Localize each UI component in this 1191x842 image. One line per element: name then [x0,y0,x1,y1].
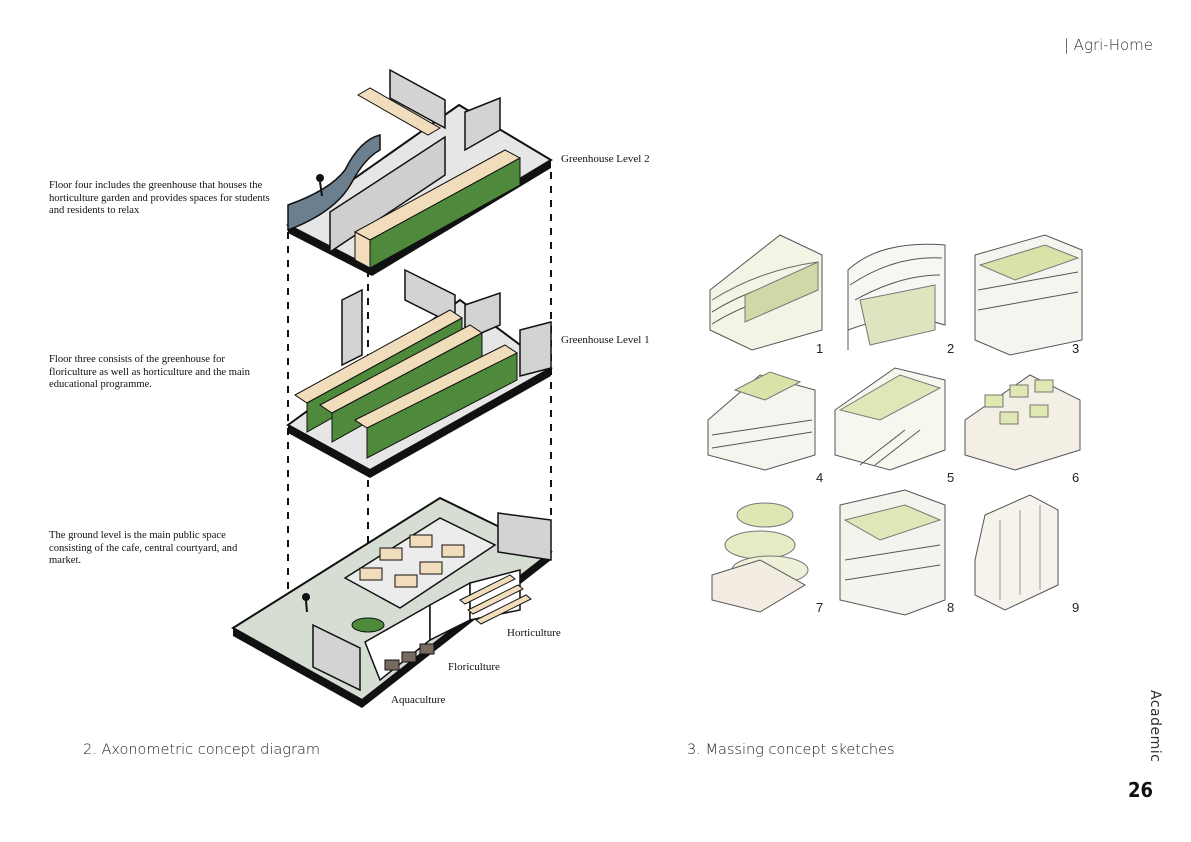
sketch-8 [839,489,946,616]
ground-level [231,496,553,708]
sketch-2 [847,243,946,350]
massing-sketches [707,234,1083,616]
sketch-5 [834,367,946,471]
sketch-number-5: 5 [947,470,955,485]
label-aquaculture: Aquaculture [391,694,446,706]
label-horticulture: Horticulture [507,627,561,639]
note-floor-three: Floor three consists of the greenhouse f… [49,354,250,390]
sketch-number-1: 1 [816,341,824,356]
label-floriculture: Floriculture [448,661,500,673]
sketch-number-6: 6 [1072,470,1080,485]
sketch-7 [711,502,809,613]
sketch-3 [974,234,1083,356]
note-floor-four: Floor four includes the greenhouse that … [49,180,270,216]
sketch-number-4: 4 [816,470,824,485]
sketch-number-3: 3 [1072,341,1080,356]
section-title: | Agri-Home [1063,36,1153,54]
greenhouse-level-2 [286,68,553,276]
sketch-number-8: 8 [947,600,955,615]
sidebar-label: Academic [1147,690,1163,763]
sketch-1 [709,234,823,351]
sketch-number-9: 9 [1072,600,1080,615]
caption-axonometric: 2. Axonometric concept diagram [83,742,320,758]
page-number: 26 [1127,778,1153,802]
greenhouse-level-1 [286,268,553,478]
sketch-6 [964,374,1081,471]
sketch-4 [707,371,816,471]
caption-massing-sketches: 3. Massing concept sketches [687,742,895,758]
sketch-number-7: 7 [816,600,824,615]
label-greenhouse-level-2: Greenhouse Level 2 [561,153,650,165]
axonometric-diagram [231,68,553,708]
note-ground-level: The ground level is the main public spac… [49,530,238,566]
label-greenhouse-level-1: Greenhouse Level 1 [561,334,650,346]
sketch-number-2: 2 [947,341,955,356]
sketch-9 [974,494,1059,611]
